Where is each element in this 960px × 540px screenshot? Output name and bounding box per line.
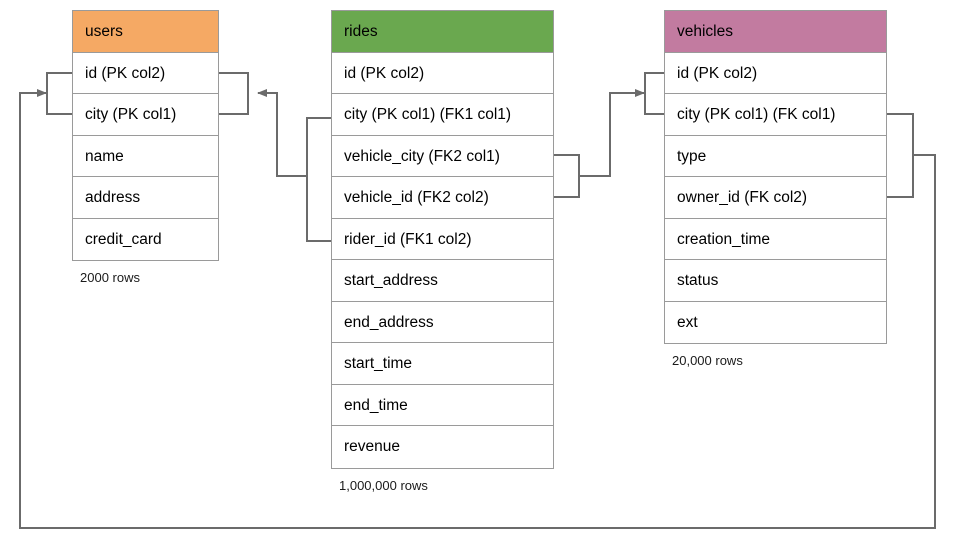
entity-vehicles[interactable]: vehicles id (PK col2) city (PK col1) (FK… [664, 10, 887, 344]
field-label: id (PK col2) [85, 64, 166, 82]
field-users-id[interactable]: id (PK col2) [73, 52, 218, 94]
field-label: id (PK col2) [344, 64, 425, 82]
entity-vehicles-header: vehicles [665, 11, 886, 53]
field-label: vehicle_id (FK2 col2) [344, 189, 489, 206]
field-label: ext [677, 313, 698, 331]
field-label: vehicle_city (FK2 col1) [344, 147, 500, 165]
entity-rides[interactable]: rides id (PK col2) city (PK col1) (FK1 c… [331, 10, 554, 469]
field-label: address [85, 189, 141, 206]
field-label: credit_card [85, 230, 162, 248]
entity-rides-title: rides [344, 23, 378, 40]
field-rides-vehicle-id[interactable]: vehicle_id (FK2 col2) [332, 177, 553, 219]
field-rides-vehicle-city[interactable]: vehicle_city (FK2 col1) [332, 135, 553, 177]
field-vehicles-city[interactable]: city (PK col1) (FK col1) [665, 94, 886, 136]
connector-bracket-rides-right [554, 154, 580, 198]
field-label: revenue [344, 438, 401, 455]
field-label: status [677, 272, 719, 289]
field-label: city (PK col1) (FK col1) [677, 106, 836, 123]
entity-rides-header: rides [332, 11, 553, 53]
entity-users-title: users [85, 23, 123, 40]
entity-users-header: users [73, 11, 218, 53]
field-rides-end-time[interactable]: end_time [332, 384, 553, 426]
field-users-city[interactable]: city (PK col1) [73, 94, 218, 136]
field-label: start_time [344, 355, 413, 372]
field-rides-end-address[interactable]: end_address [332, 301, 553, 343]
field-label: end_address [344, 313, 434, 331]
field-label: end_time [344, 396, 408, 414]
entity-users[interactable]: users id (PK col2) city (PK col1) name a… [72, 10, 219, 261]
field-rides-city[interactable]: city (PK col1) (FK1 col1) [332, 94, 553, 136]
field-label: owner_id (FK col2) [677, 189, 808, 206]
field-label: start_address [344, 272, 438, 289]
field-rides-start-address[interactable]: start_address [332, 260, 553, 302]
field-label: rider_id (FK1 col2) [344, 230, 472, 248]
field-rides-revenue[interactable]: revenue [332, 426, 553, 468]
connector-bracket-users-right [219, 72, 249, 115]
connector-bracket-users-left [46, 72, 72, 115]
field-label: type [677, 147, 707, 165]
field-label: name [85, 147, 124, 165]
field-rides-start-time[interactable]: start_time [332, 343, 553, 385]
connector-rides-rider-to-users-link [258, 92, 307, 177]
field-users-name[interactable]: name [73, 135, 218, 177]
rowcount-vehicles: 20,000 rows [672, 353, 743, 368]
field-vehicles-status[interactable]: status [665, 260, 886, 302]
field-rides-rider-id[interactable]: rider_id (FK1 col2) [332, 218, 553, 260]
connector-bracket-vehicles-right [887, 113, 914, 198]
connector-bracket-vehicles-left [644, 72, 664, 115]
field-users-credit-card[interactable]: credit_card [73, 218, 218, 260]
connector-rides-vehicle-to-vehicles [579, 92, 633, 177]
entity-vehicles-title: vehicles [677, 23, 733, 40]
field-vehicles-creation-time[interactable]: creation_time [665, 218, 886, 260]
field-vehicles-id[interactable]: id (PK col2) [665, 52, 886, 94]
field-rides-id[interactable]: id (PK col2) [332, 52, 553, 94]
connector-rides-rider-to-users [306, 117, 331, 242]
field-label: city (PK col1) [85, 106, 177, 123]
field-vehicles-owner-id[interactable]: owner_id (FK col2) [665, 177, 886, 219]
field-label: city (PK col1) (FK1 col1) [344, 106, 512, 123]
field-label: id (PK col2) [677, 64, 758, 82]
field-vehicles-type[interactable]: type [665, 135, 886, 177]
field-label: creation_time [677, 230, 771, 248]
field-users-address[interactable]: address [73, 177, 218, 219]
field-vehicles-ext[interactable]: ext [665, 301, 886, 343]
rowcount-rides: 1,000,000 rows [339, 478, 428, 493]
rowcount-users: 2000 rows [80, 270, 140, 285]
